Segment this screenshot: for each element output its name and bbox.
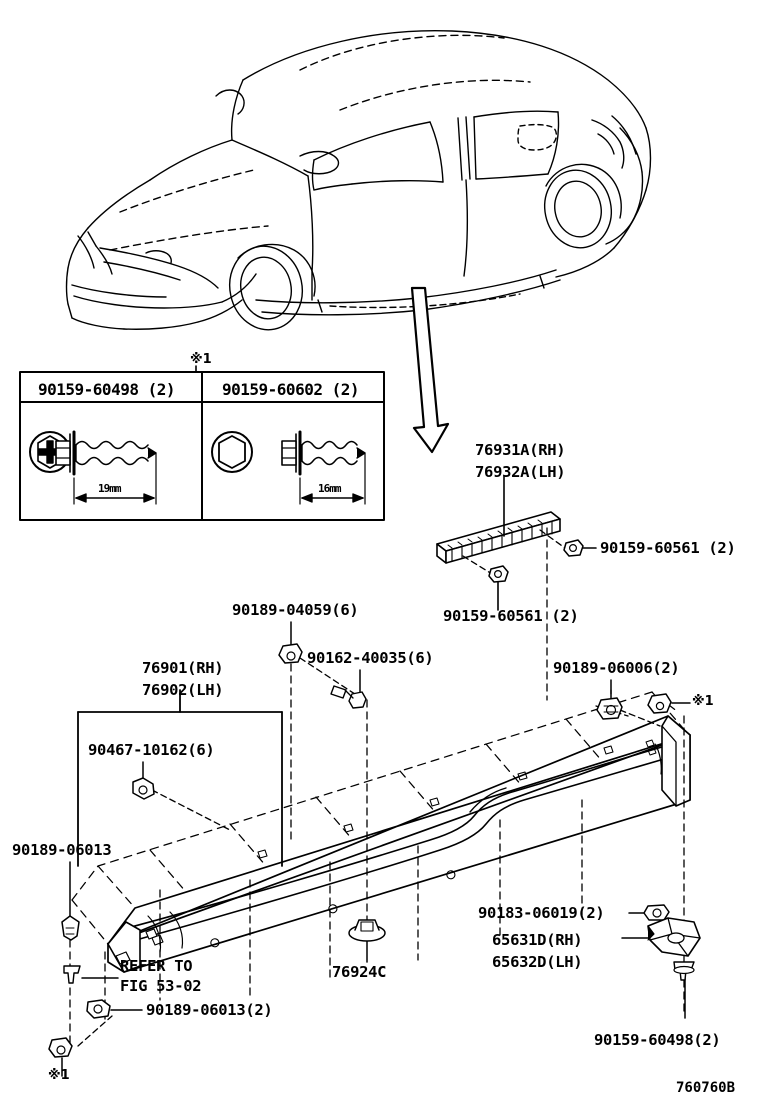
direction-arrow xyxy=(410,286,450,454)
callout-90159-60498: 90159-60498(2) xyxy=(594,1031,721,1049)
callout-90183-06019: 90183-06019(2) xyxy=(478,904,605,922)
legend-part-number-0: 90159-60498 (2) xyxy=(38,380,176,399)
refer-note-line1: REFER TO xyxy=(120,957,193,975)
callout-90159-60561-right: 90159-60561 (2) xyxy=(600,539,736,557)
reference-mark-bottom-left: ※1 xyxy=(48,1068,70,1083)
callout-90189-06013-2: 90189-06013(2) xyxy=(146,1001,273,1019)
callout-76931a: 76931A(RH) xyxy=(475,441,566,459)
legend-length-0: 19mm xyxy=(98,482,121,495)
clip-icon-90189-06006 xyxy=(596,697,623,720)
assembly-bracket xyxy=(77,689,283,867)
legend-part-number-1: 90159-60602 (2) xyxy=(222,380,360,399)
callout-76924c: 76924C xyxy=(332,963,387,981)
grommet-icon-76924c xyxy=(348,919,386,942)
clip-icon-90189-06013 xyxy=(61,915,80,941)
callout-90189-06006: 90189-06006(2) xyxy=(553,659,680,677)
refer-note-line2: FIG 53-02 xyxy=(120,977,202,995)
callout-90162-40035: 90162-40035(6) xyxy=(307,649,434,667)
callout-76932a: 76932A(LH) xyxy=(475,463,566,481)
bolt-icon-90159-60498 xyxy=(673,961,695,981)
clip-icon-mark1-bottom xyxy=(48,1037,73,1058)
reference-mark-top-right: ※1 xyxy=(692,694,714,709)
screw-head-hex xyxy=(211,431,253,473)
callout-65632d: 65632D(LH) xyxy=(492,953,583,971)
callout-90189-04059: 90189-04059(6) xyxy=(232,601,359,619)
callout-65631d: 65631D(RH) xyxy=(492,931,583,949)
callout-76901: 76901(RH) xyxy=(142,659,224,677)
legend-length-1: 16mm xyxy=(318,482,341,495)
bracket-icon-65631d xyxy=(647,917,701,957)
legend-reference-mark: ※1 xyxy=(190,352,212,367)
callout-90467-10162: 90467-10162(6) xyxy=(88,741,215,759)
screw-side-view-left xyxy=(55,430,157,505)
callout-90189-06013: 90189-06013 xyxy=(12,841,112,859)
callout-90159-60561-left: 90159-60561 (2) xyxy=(443,607,579,625)
clip-icon-90183-06019 xyxy=(643,904,670,921)
screw-icon-90162-40035 xyxy=(330,685,367,709)
callout-76902: 76902(LH) xyxy=(142,681,224,699)
screw-icon-60561-left xyxy=(488,565,509,611)
diagram-code: 760760B xyxy=(676,1080,736,1096)
clip-icon-90189-04059 xyxy=(278,643,303,664)
rocker-panel-moulding xyxy=(71,691,691,973)
vehicle-illustration xyxy=(65,29,652,331)
screw-side-view-right xyxy=(281,430,366,505)
screw-icon-60561-right xyxy=(563,539,597,557)
bolt-icon-refer-fig53 xyxy=(63,965,81,984)
clip-icon-90467-10162 xyxy=(132,777,155,800)
clip-icon-mark1-top xyxy=(647,693,672,714)
retainer-strip xyxy=(436,476,566,701)
screw-legend-box xyxy=(19,365,385,521)
clip-icon-90189-06013-2 xyxy=(86,999,111,1019)
